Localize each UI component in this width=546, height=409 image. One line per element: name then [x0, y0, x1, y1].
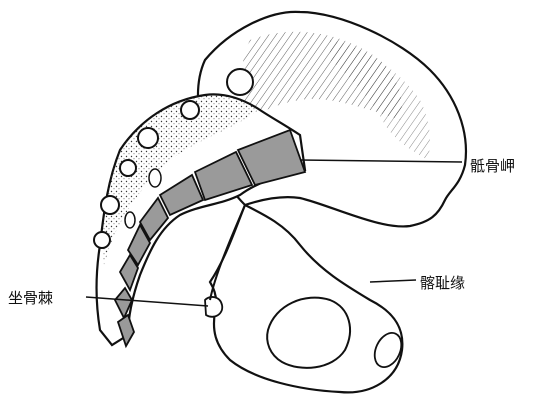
leader-iliopectineal [370, 280, 416, 282]
label-iliopectineal-line: 髂耻缘 [420, 272, 465, 293]
label-ischial-spine: 坐骨棘 [8, 287, 53, 308]
label-sacral-promontory: 骶骨岬 [470, 155, 515, 176]
